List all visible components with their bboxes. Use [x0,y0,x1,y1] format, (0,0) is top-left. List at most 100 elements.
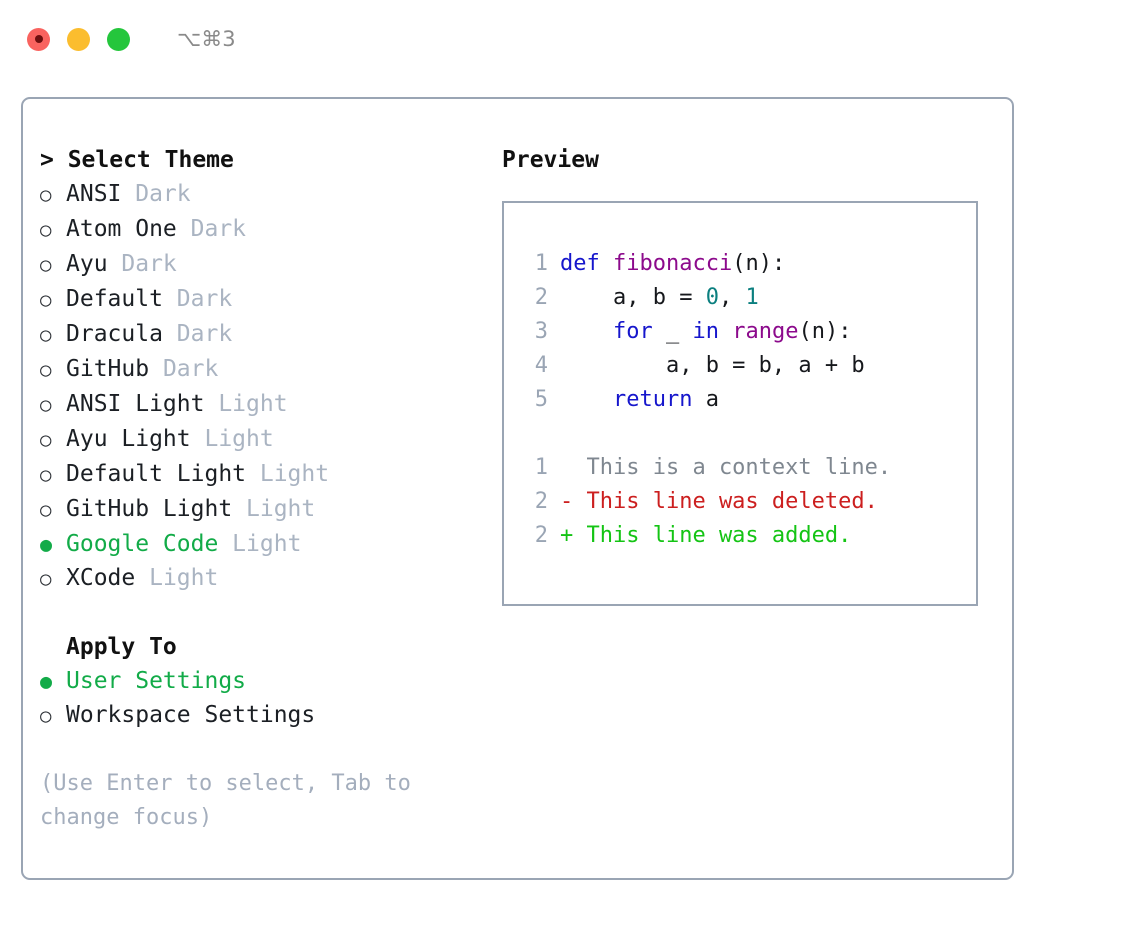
code-line: 5 return a [521,383,976,417]
apply-to-option-name: Workspace Settings [66,702,316,728]
line-number: 5 [534,387,548,412]
radio-unselected-icon[interactable]: ○ [40,705,52,727]
theme-option-google-code[interactable]: ● Google Code Light [40,527,480,561]
preview-title: Preview [502,147,599,173]
theme-option-name: ANSI [66,181,122,207]
theme-option-category: Dark [149,356,219,382]
code-token: 0 [705,285,719,310]
line-number: 2 [534,523,548,548]
diff-sample: 1 This is a context line. 2- This line wa… [521,451,976,553]
code-token [560,315,613,349]
theme-option-default[interactable]: ○ Default Dark [40,282,480,317]
radio-unselected-icon[interactable]: ○ [40,219,52,241]
theme-option-category: Dark [162,286,233,312]
theme-option-category: Light [190,426,274,452]
theme-option-name: ANSI Light [66,391,205,417]
theme-option-category: Dark [107,251,177,277]
settings-panel: > Select Theme ○ANSI Dark○Atom One Dark○… [21,97,1014,880]
select-theme-header: > Select Theme [40,147,234,173]
code-token: _ [652,319,693,344]
code-token: range [732,319,799,344]
apply-to-list[interactable]: ● User Settings ○ Workspace Settings [40,664,480,733]
theme-option-dracula[interactable]: ○Dracula Dark [40,317,480,352]
theme-option-ayu-light[interactable]: ○ Ayu Light Light [40,422,480,457]
theme-option-name: GitHub Light [66,496,233,522]
radio-unselected-icon[interactable]: ○ [40,289,52,311]
radio-unselected-icon[interactable]: ○ [40,568,52,590]
diff-line: 2+ This line was added. [521,519,976,553]
code-token: This is a context line. [560,455,892,480]
radio-unselected-icon[interactable]: ○ [40,464,52,486]
theme-option-category: Light [135,565,219,591]
theme-option-category: Dark [176,216,247,242]
close-window-button[interactable] [27,27,50,51]
apply-to-option-name: User Settings [66,668,247,694]
code-token: (n): [732,251,786,276]
code-token: 1 [745,285,759,310]
theme-option-default-light[interactable]: ○Default Light Light [40,457,480,492]
theme-option-xcode[interactable]: ○ XCode Light [40,561,480,596]
diff-line: 2- This line was deleted. [521,485,976,519]
theme-picker-column: > Select Theme ○ANSI Dark○Atom One Dark○… [40,143,480,835]
code-token: a, b = b, a + b [560,353,865,378]
theme-option-name: Ayu Light [66,426,191,452]
apply-to-option-user-settings[interactable]: ● User Settings [40,664,480,698]
code-token: a [692,387,719,412]
code-line: 4 a, b = b, a + b [521,349,976,383]
theme-option-ansi-light[interactable]: ○ ANSI Light Light [40,387,480,422]
apply-to-option-workspace-settings[interactable]: ○ Workspace Settings [40,698,480,733]
theme-option-name: Default [66,286,163,312]
minimize-window-button[interactable] [67,27,90,51]
radio-unselected-icon[interactable]: ○ [40,184,52,206]
keyboard-shortcut-label: ⌥⌘3 [177,27,236,51]
radio-unselected-icon[interactable]: ○ [40,254,52,276]
code-token: in [692,319,719,344]
line-number: 2 [534,285,548,310]
theme-option-name: Ayu [66,251,108,277]
line-number: 1 [534,251,548,276]
line-number: 4 [534,353,548,378]
theme-option-category: Light [204,391,288,417]
line-number: 2 [534,489,548,514]
line-number: 3 [534,319,548,344]
list-spacer [40,596,480,630]
title-bar: ⌥⌘3 [0,0,1140,78]
theme-option-name: Atom One [66,216,177,242]
line-number: 1 [534,455,548,480]
code-token: for [612,319,653,344]
theme-option-github[interactable]: ○ GitHub Dark [40,352,480,387]
theme-option-category: Light [246,461,330,487]
radio-unselected-icon[interactable]: ○ [40,394,52,416]
apply-to-header: Apply To [66,634,177,660]
theme-option-name: Dracula [66,321,163,347]
theme-option-ansi[interactable]: ○ ANSI Dark [40,177,480,212]
theme-option-name: GitHub [66,356,150,382]
theme-option-atom-one[interactable]: ○ Atom One Dark [40,212,480,247]
theme-option-category: Light [232,496,316,522]
code-token: a, b = [560,285,706,310]
theme-option-category: Dark [121,181,191,207]
radio-unselected-icon[interactable]: ○ [40,429,52,451]
theme-list[interactable]: ○ANSI Dark○Atom One Dark○Ayu Dark○Defaul… [40,177,480,596]
radio-unselected-icon[interactable]: ○ [40,499,52,521]
code-token: (n): [798,319,852,344]
theme-option-category: Light [218,531,302,557]
radio-selected-icon[interactable]: ● [40,532,53,556]
code-token: return [612,387,693,412]
theme-option-name: Google Code [66,531,219,557]
theme-option-name: XCode [66,565,136,591]
radio-unselected-icon[interactable]: ○ [40,359,52,381]
code-diff-separator [521,417,976,451]
radio-unselected-icon[interactable]: ○ [40,324,52,346]
radio-selected-icon[interactable]: ● [40,669,53,693]
code-token: , [718,285,746,310]
code-token [719,315,732,349]
maximize-window-button[interactable] [107,27,130,51]
theme-option-ayu[interactable]: ○ Ayu Dark [40,247,480,282]
theme-option-github-light[interactable]: ○ GitHub Light Light [40,492,480,527]
